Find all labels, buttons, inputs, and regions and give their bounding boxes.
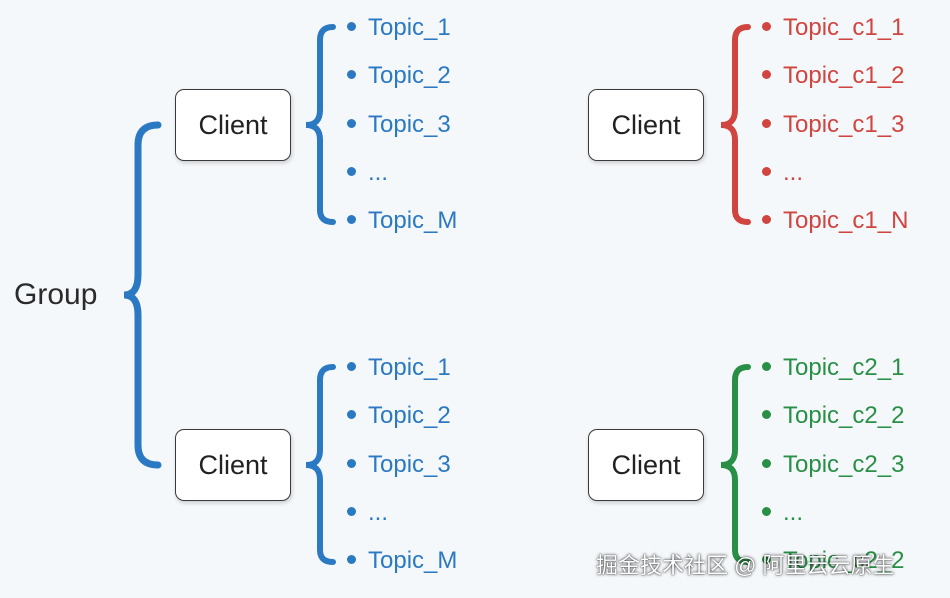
bullet-dot xyxy=(762,215,771,225)
topic-item: ... xyxy=(762,156,803,190)
topic-label: Topic_c1_3 xyxy=(783,111,905,138)
topic-item: Topic_3 xyxy=(347,448,451,482)
bullet-dot xyxy=(762,507,771,517)
topic-label: Topic_c2_2 xyxy=(783,547,905,574)
topic-label: ... xyxy=(368,159,389,186)
topic-label: Topic_3 xyxy=(368,111,451,138)
topic-item: Topic_c2_2 xyxy=(762,544,904,578)
topic-item: Topic_2 xyxy=(347,59,451,93)
client-box-2: Client xyxy=(588,89,704,161)
bullet-dot xyxy=(347,555,356,565)
bullet-dot xyxy=(347,362,356,372)
bullet-dot xyxy=(347,215,356,225)
topic-label: Topic_c1_1 xyxy=(783,14,905,41)
topic-item: Topic_c1_2 xyxy=(762,59,904,93)
topic-label: Topic_c2_2 xyxy=(783,402,905,429)
bullet-dot xyxy=(347,167,356,177)
bullet-dot xyxy=(762,362,771,372)
client-box-1: Client xyxy=(175,89,291,161)
topic-item: Topic_c1_3 xyxy=(762,108,904,142)
bullet-dot xyxy=(347,507,356,517)
client-4-bracket xyxy=(720,364,751,565)
topic-label: ... xyxy=(368,499,389,526)
bullet-dot xyxy=(762,22,771,32)
watermark: 掘金技术社区 @ 阿里云云原生 xyxy=(596,553,895,578)
bullet-dot xyxy=(347,22,356,32)
group-label: Group xyxy=(14,278,98,311)
topic-item: Topic_1 xyxy=(347,11,451,45)
bullet-dot xyxy=(347,119,356,129)
bullet-dot xyxy=(762,555,771,565)
bullet-dot xyxy=(762,119,771,129)
topic-label: Topic_3 xyxy=(368,451,451,478)
topic-item: Topic_1 xyxy=(347,351,451,385)
topic-item: Topic_M xyxy=(347,544,457,578)
client-3-bracket xyxy=(305,364,336,565)
topic-item: ... xyxy=(762,496,803,530)
topic-label: Topic_c2_1 xyxy=(783,354,905,381)
topic-label: ... xyxy=(783,159,804,186)
topic-label: Topic_2 xyxy=(368,62,451,89)
topic-label: Topic_M xyxy=(368,547,458,574)
group-bracket xyxy=(123,121,162,469)
topic-label: Topic_c2_3 xyxy=(783,451,905,478)
topic-label: Topic_c1_2 xyxy=(783,62,905,89)
client-box-4: Client xyxy=(588,429,704,501)
bullet-dot xyxy=(762,167,771,177)
bullet-dot xyxy=(762,459,771,469)
topic-label: ... xyxy=(783,499,804,526)
client-box-3: Client xyxy=(175,429,291,501)
topic-item: Topic_c2_1 xyxy=(762,351,904,385)
topic-item: Topic_3 xyxy=(347,108,451,142)
topic-label: Topic_1 xyxy=(368,354,451,381)
topic-label: Topic_c1_N xyxy=(783,207,909,234)
topic-label: Topic_M xyxy=(368,207,458,234)
bullet-dot xyxy=(347,410,356,420)
topic-item: Topic_c1_1 xyxy=(762,11,904,45)
bullet-dot xyxy=(762,410,771,420)
client-1-bracket xyxy=(305,24,336,225)
bullet-dot xyxy=(762,70,771,80)
topic-item: Topic_c1_N xyxy=(762,204,908,238)
client-2-bracket xyxy=(720,24,751,225)
topic-item: ... xyxy=(347,496,388,530)
topic-item: ... xyxy=(347,156,388,190)
topic-item: Topic_2 xyxy=(347,399,451,433)
bullet-dot xyxy=(347,459,356,469)
topic-item: Topic_c2_2 xyxy=(762,399,904,433)
topic-item: Topic_M xyxy=(347,204,457,238)
topic-item: Topic_c2_3 xyxy=(762,448,904,482)
bullet-dot xyxy=(347,70,356,80)
topic-label: Topic_1 xyxy=(368,14,451,41)
topic-label: Topic_2 xyxy=(368,402,451,429)
